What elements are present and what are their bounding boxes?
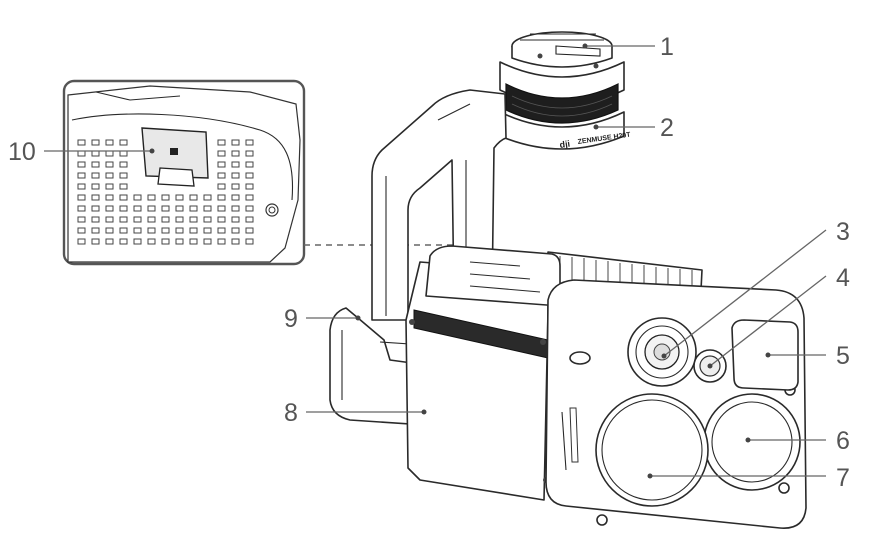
zoom-camera-lens <box>627 317 697 387</box>
gimbal-connector <box>511 31 613 69</box>
callout-1: 1 <box>660 33 674 61</box>
leader-lines <box>44 43 827 479</box>
gimbal-assembly: dji ZENMUSE H20T dji <box>329 31 807 529</box>
callout-5: 5 <box>836 342 850 370</box>
callout-8: 8 <box>284 399 298 427</box>
card-slot-cover <box>141 127 209 187</box>
brand-logo-collar: dji <box>559 139 571 150</box>
callout-numbers: 1 2 3 4 5 6 7 8 9 10 <box>8 33 850 492</box>
callout-3: 3 <box>836 218 850 246</box>
detail-inset <box>62 79 306 266</box>
vent-grid <box>77 139 254 245</box>
callout-2: 2 <box>660 114 674 142</box>
laser-rangefinder <box>731 319 799 391</box>
callout-4: 4 <box>836 264 850 292</box>
callout-7: 7 <box>836 464 850 492</box>
thermal-camera-lens <box>703 393 801 491</box>
damper-ring <box>505 83 619 124</box>
infrared-lens <box>595 393 709 507</box>
callout-10: 10 <box>8 138 36 166</box>
callout-6: 6 <box>836 427 850 455</box>
callout-9: 9 <box>284 305 298 333</box>
